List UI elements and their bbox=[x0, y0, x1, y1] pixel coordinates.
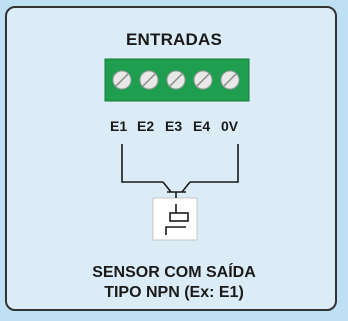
screw-e3 bbox=[166, 70, 186, 90]
terminal-label-e3: E3 bbox=[165, 118, 183, 134]
diagram-panel bbox=[5, 6, 337, 311]
terminal-screws bbox=[112, 70, 240, 90]
caption-line-2: TIPO NPN (Ex: E1) bbox=[104, 284, 244, 301]
sensor-body bbox=[152, 197, 198, 241]
terminal-label-0v: 0V bbox=[221, 118, 239, 134]
sensor-contact-symbol bbox=[165, 204, 189, 235]
wire-0v bbox=[190, 144, 239, 183]
screw-0v bbox=[220, 70, 240, 90]
screw-e1 bbox=[112, 70, 132, 90]
inputs-title: ENTRADAS bbox=[125, 30, 223, 49]
wires bbox=[121, 144, 239, 183]
screw-e4 bbox=[193, 70, 213, 90]
terminal-label-e4: E4 bbox=[193, 118, 211, 134]
screw-e2 bbox=[139, 70, 159, 90]
npn-transistor-symbol bbox=[162, 181, 191, 198]
caption-line-1: SENSOR COM SAÍDA bbox=[92, 264, 256, 281]
terminal-label-e2: E2 bbox=[137, 118, 155, 134]
wire-e1 bbox=[121, 144, 163, 183]
terminal-label-e1: E1 bbox=[110, 118, 128, 134]
